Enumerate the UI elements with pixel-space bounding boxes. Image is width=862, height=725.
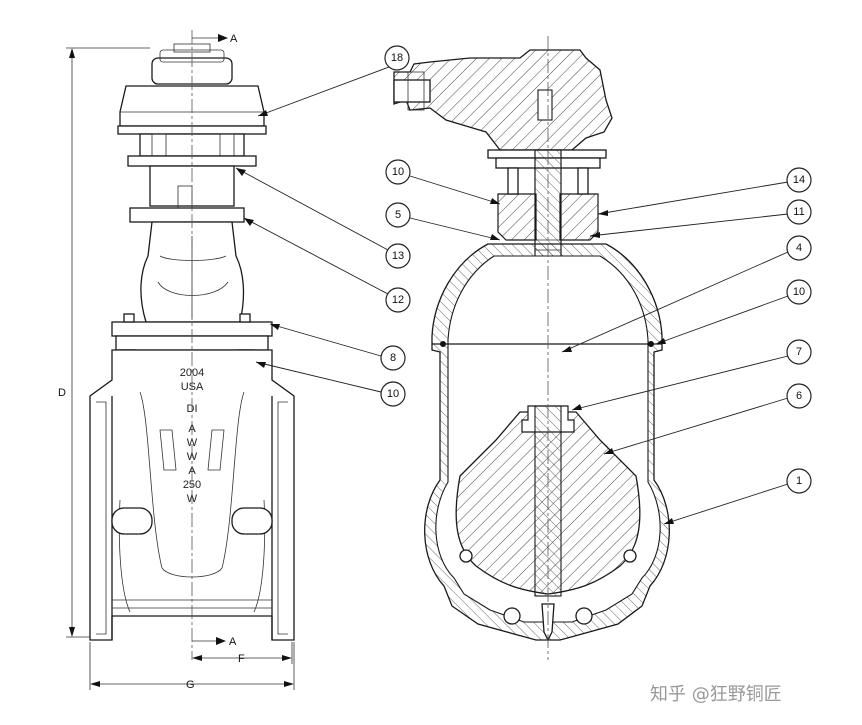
cast-letter-2: W xyxy=(187,437,198,449)
callout-1-number: 1 xyxy=(796,475,802,487)
callout-13-number: 13 xyxy=(392,250,404,262)
callouts: 18 13 12 8 10 xyxy=(235,45,812,525)
callout-12-number: 12 xyxy=(392,294,404,306)
callout-8-number: 8 xyxy=(390,352,396,364)
dimension-f-label: F xyxy=(238,653,245,665)
callout-4-number: 4 xyxy=(796,242,802,254)
callout-10-right-number: 10 xyxy=(793,286,805,298)
section-marker-top: A xyxy=(192,33,238,45)
dimension-d: D xyxy=(58,47,150,638)
dimension-d-label: D xyxy=(58,387,66,399)
stuffing-box-section xyxy=(497,193,537,241)
callout-1: 1 xyxy=(663,468,812,525)
section-marker-bottom: A xyxy=(192,636,237,648)
callout-12: 12 xyxy=(243,217,411,313)
callout-14-number: 14 xyxy=(793,174,805,186)
callout-18: 18 xyxy=(257,45,410,117)
side-boss-right xyxy=(231,507,273,535)
callout-7-number: 7 xyxy=(796,346,802,358)
flange-hole-left xyxy=(503,607,521,625)
operator-input-shaft xyxy=(393,79,431,103)
callout-5: 5 xyxy=(385,202,501,241)
callout-10-right: 10 xyxy=(655,279,812,345)
callout-10-left-number: 10 xyxy=(387,388,399,400)
callout-4: 4 xyxy=(561,235,812,353)
callout-10-upper: 10 xyxy=(385,159,501,205)
flange-hole-lower-left xyxy=(459,549,473,563)
flange-hole-right xyxy=(575,607,593,625)
callout-6: 6 xyxy=(603,383,812,455)
callout-18-number: 18 xyxy=(391,52,403,64)
callout-11: 11 xyxy=(589,199,812,238)
callout-13: 13 xyxy=(235,167,411,269)
dimension-g: G xyxy=(89,642,295,691)
flange-hole-lower-right xyxy=(623,549,637,563)
callout-7: 7 xyxy=(571,339,812,411)
dimension-g-label: G xyxy=(186,679,195,691)
callout-8: 8 xyxy=(269,323,406,371)
callout-6-number: 6 xyxy=(796,390,802,402)
watermark-text: 知乎 @狂野铜匠 xyxy=(650,684,782,705)
side-boss-left xyxy=(111,507,153,535)
elevation-view: 2004 USA DI A W W A 250 W A A xyxy=(58,30,295,691)
gland-flange xyxy=(129,207,245,223)
section-label-top: A xyxy=(230,33,238,45)
section-view xyxy=(393,36,670,660)
callout-10-left: 10 xyxy=(255,361,406,407)
section-label-bottom: A xyxy=(229,636,237,648)
callout-11-number: 11 xyxy=(793,206,804,218)
callout-5-number: 5 xyxy=(395,209,401,221)
dimension-f: F xyxy=(192,642,293,665)
callout-14: 14 xyxy=(597,167,812,216)
cast-year: 2004 xyxy=(180,367,204,379)
callout-10-upper-number: 10 xyxy=(392,166,404,178)
